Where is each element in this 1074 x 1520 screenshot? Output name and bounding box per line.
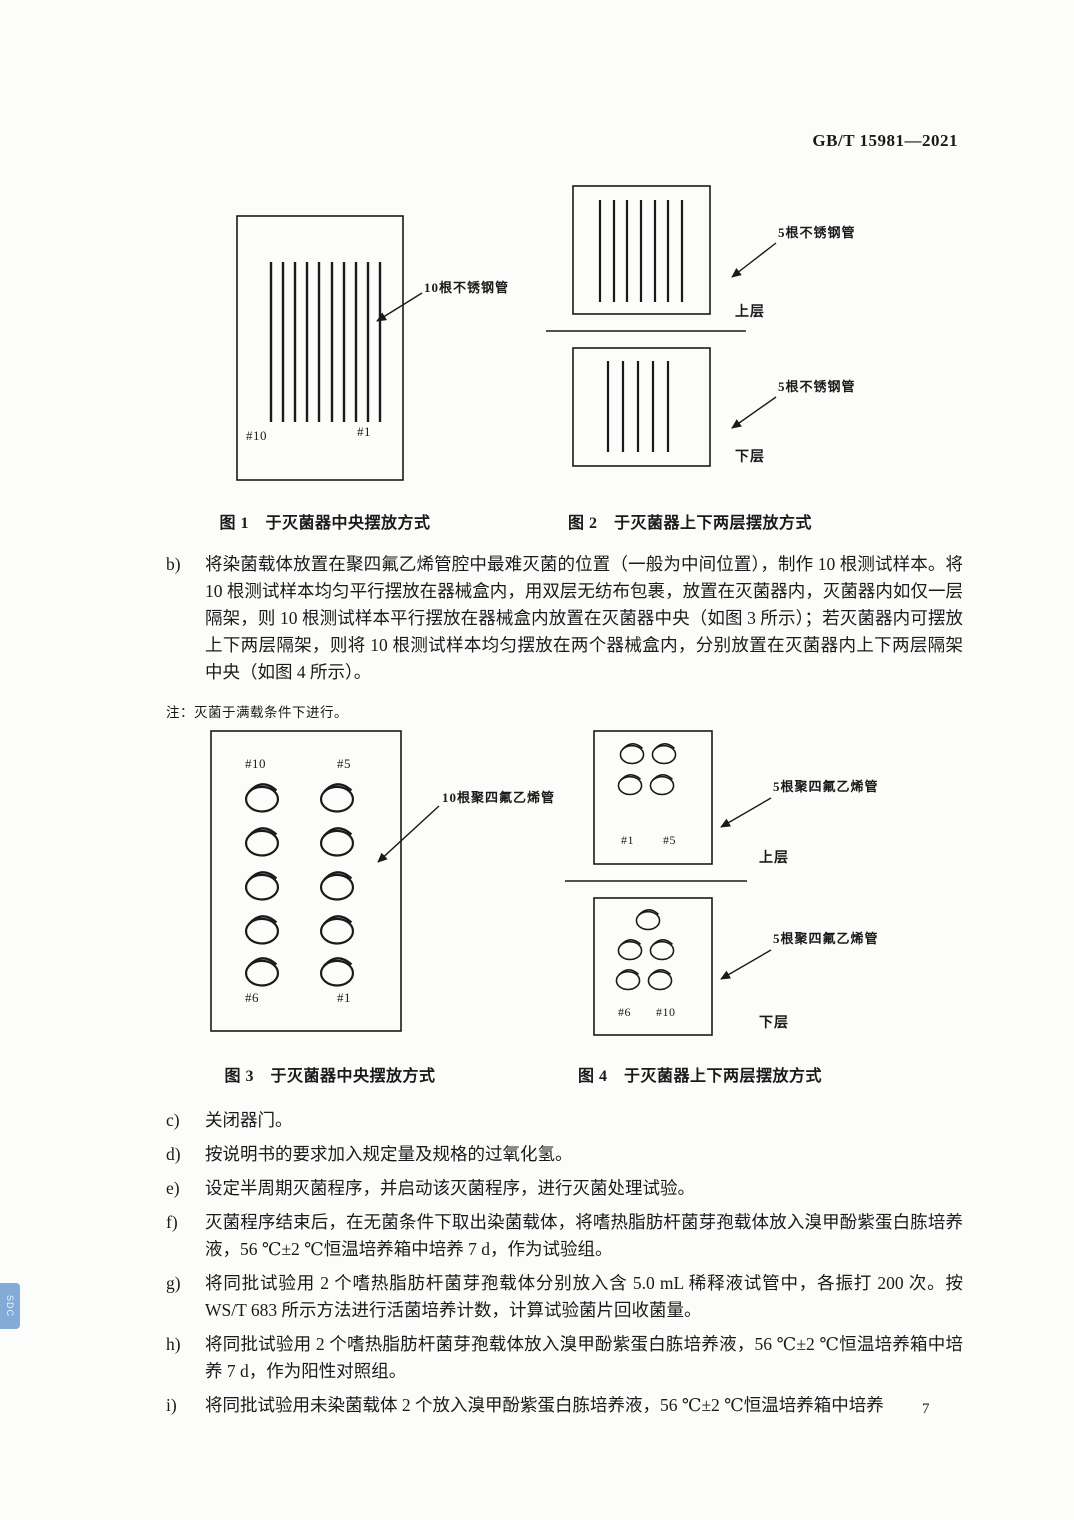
- item-g-text: 将同批试验用 2 个嗜热脂肪杆菌芽孢载体分别放入含 5.0 mL 稀释液试管中，…: [205, 1273, 963, 1320]
- fig4-lower-box: [593, 897, 713, 1036]
- fig2-upper-leader-arrow: [731, 242, 777, 278]
- fig1-annotation: 10根不锈钢管: [424, 280, 510, 295]
- fig3-label-10: #10: [245, 756, 266, 771]
- fig4-lower-ptfe-loops: [615, 909, 675, 991]
- item-b-text: 将染菌载体放置在聚四氟乙烯管腔中最难灭菌的位置（一般为中间位置），制作 10 根…: [205, 554, 963, 682]
- item-b-marker: b): [166, 554, 181, 574]
- list-item-i: i) 将同批试验用未染菌载体 2 个放入溴甲酚紫蛋白胨培养液，56 ℃±2 ℃恒…: [166, 1392, 963, 1419]
- item-f-text: 灭菌程序结束后，在无菌条件下取出染菌载体，将嗜热脂肪杆菌芽孢载体放入溴甲酚紫蛋白…: [205, 1212, 963, 1259]
- fig4-lower-label-6: #6: [618, 1005, 631, 1019]
- item-d-text: 按说明书的要求加入规定量及规格的过氧化氢。: [205, 1144, 573, 1164]
- fig4-lower-annotation: 5根聚四氟乙烯管: [773, 931, 879, 946]
- item-c-marker: c): [166, 1110, 180, 1130]
- item-e-marker: e): [166, 1178, 180, 1198]
- fig1-caption: 图 1 于灭菌器中央摆放方式: [219, 515, 431, 532]
- item-d-marker: d): [166, 1144, 181, 1164]
- watermark-text: SDC: [5, 1294, 15, 1317]
- fig2-lower-box: [572, 347, 711, 467]
- fig4-caption: 图 4 于灭菌器上下两层摆放方式: [577, 1068, 822, 1085]
- fig1-leader-arrow: [376, 292, 423, 322]
- fig3-ptfe-loops: [244, 783, 355, 987]
- watermark-badge: SDC: [0, 1283, 20, 1329]
- fig4-upper-leader-arrow: [720, 797, 772, 828]
- fig4-lower-layer-label: 下层: [759, 1016, 789, 1031]
- item-h-marker: h): [166, 1334, 181, 1354]
- fig1-label-1: #1: [357, 424, 371, 439]
- fig4-upper-box: [593, 730, 713, 865]
- list-item-e: e) 设定半周期灭菌程序，并启动该灭菌程序，进行灭菌处理试验。: [166, 1175, 963, 1202]
- fig4-lower-label-10: #10: [656, 1005, 676, 1019]
- fig2-upper-layer-label: 上层: [735, 305, 765, 320]
- item-g-marker: g): [166, 1273, 181, 1293]
- fig1-steel-tube-lines: [269, 262, 382, 422]
- fig4-upper-annotation: 5根聚四氟乙烯管: [773, 779, 879, 794]
- item-h-text: 将同批试验用 2 个嗜热脂肪杆菌芽孢载体放入溴甲酚紫蛋白胨培养液，56 ℃±2 …: [205, 1334, 963, 1381]
- procedure-list: c) 关闭器门。 d) 按说明书的要求加入规定量及规格的过氧化氢。 e) 设定半…: [166, 1107, 963, 1426]
- sterilization-note: 注：灭菌于满载条件下进行。: [166, 705, 348, 720]
- item-i-marker: i): [166, 1395, 177, 1415]
- list-item-h: h) 将同批试验用 2 个嗜热脂肪杆菌芽孢载体放入溴甲酚紫蛋白胨培养液，56 ℃…: [166, 1331, 963, 1385]
- fig3-annotation: 10根聚四氟乙烯管: [442, 790, 556, 805]
- fig3-label-1: #1: [337, 990, 351, 1005]
- fig4-upper-layer-label: 上层: [759, 851, 789, 866]
- list-item-c: c) 关闭器门。: [166, 1107, 963, 1134]
- fig3-caption: 图 3 于灭菌器中央摆放方式: [224, 1068, 436, 1085]
- list-item-g: g) 将同批试验用 2 个嗜热脂肪杆菌芽孢载体分别放入含 5.0 mL 稀释液试…: [166, 1270, 963, 1324]
- list-item-b: b) 将染菌载体放置在聚四氟乙烯管腔中最难灭菌的位置（一般为中间位置），制作 1…: [166, 551, 963, 686]
- fig4-upper-label-5: #5: [663, 833, 676, 847]
- fig4-upper-label-1: #1: [621, 833, 634, 847]
- item-i-text: 将同批试验用未染菌载体 2 个放入溴甲酚紫蛋白胨培养液，56 ℃±2 ℃恒温培养…: [205, 1395, 884, 1415]
- fig2-upper-annotation: 5根不锈钢管: [778, 225, 856, 240]
- fig2-lower-annotation: 5根不锈钢管: [778, 379, 856, 394]
- fig3-label-6: #6: [245, 990, 259, 1005]
- list-item-d: d) 按说明书的要求加入规定量及规格的过氧化氢。: [166, 1141, 963, 1168]
- fig3-leader-arrow: [377, 805, 440, 863]
- item-e-text: 设定半周期灭菌程序，并启动该灭菌程序，进行灭菌处理试验。: [205, 1178, 695, 1198]
- fig2-lower-leader-arrow: [731, 396, 777, 429]
- fig4-upper-ptfe-loops: [617, 743, 677, 796]
- page-number: 7: [922, 1401, 930, 1417]
- list-item-f: f) 灭菌程序结束后，在无菌条件下取出染菌载体，将嗜热脂肪杆菌芽孢载体放入溴甲酚…: [166, 1209, 963, 1263]
- item-f-marker: f): [166, 1212, 178, 1232]
- fig2-lower-layer-label: 下层: [735, 450, 765, 465]
- fig2-lower-tube-lines: [606, 361, 670, 452]
- fig1-label-10: #10: [246, 428, 267, 443]
- fig2-caption: 图 2 于灭菌器上下两层摆放方式: [567, 515, 812, 532]
- fig3-instrument-box: [210, 730, 402, 1032]
- fig2-upper-tube-lines: [598, 200, 684, 302]
- fig3-label-5: #5: [337, 756, 351, 771]
- standard-number: GB/T 15981—2021: [812, 131, 958, 150]
- fig4-lower-leader-arrow: [720, 949, 772, 980]
- item-c-text: 关闭器门。: [205, 1110, 293, 1130]
- fig2-upper-box: [572, 185, 711, 315]
